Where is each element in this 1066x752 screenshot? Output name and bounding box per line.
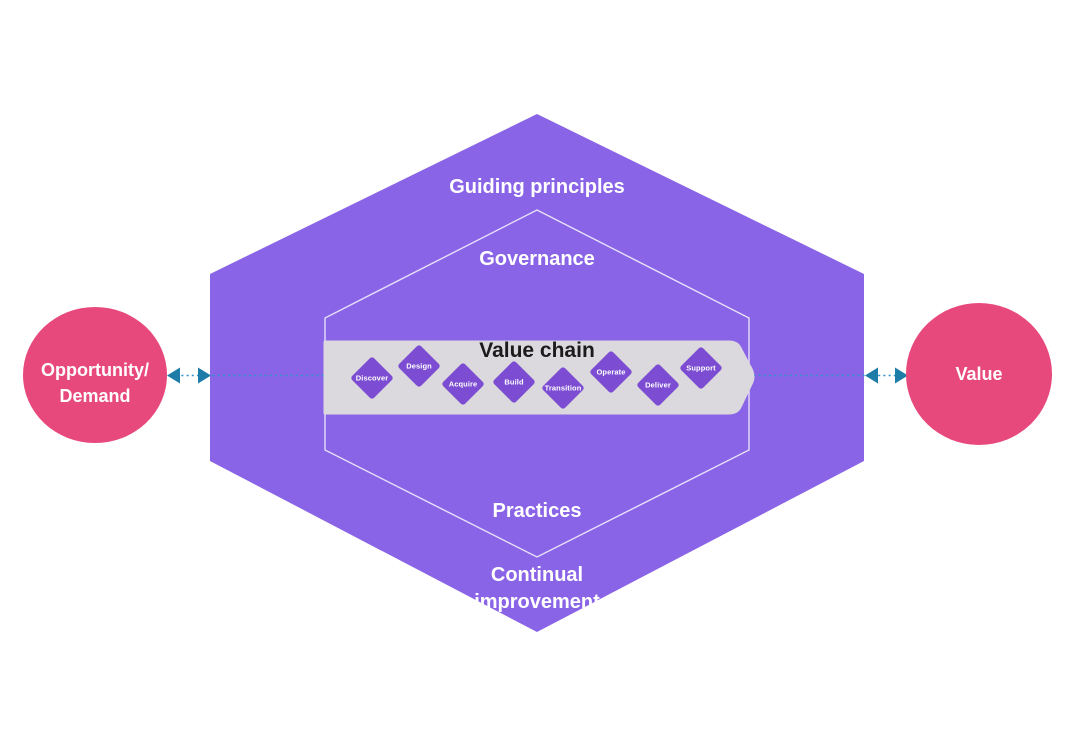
continual-improvement-label: Continual improvement: [474, 564, 600, 613]
opportunity-demand-line2: Demand: [59, 386, 131, 406]
practices-label: Practices: [492, 500, 582, 522]
left-connector-arrowhead-left-icon: [167, 367, 180, 384]
left-connector-arrowhead-right-icon: [198, 367, 211, 384]
guiding-principles-label: Guiding principles: [449, 176, 625, 198]
opportunity-demand-line1: Opportunity/: [41, 360, 149, 380]
opportunity-demand-node: Opportunity/ Demand: [23, 307, 167, 443]
value-chain-title: Value chain: [479, 339, 595, 362]
value-node: Value: [906, 303, 1052, 445]
governance-label: Governance: [479, 248, 595, 270]
inner-hexagon-outline: [324, 209, 750, 558]
right-connector-arrowhead-left-icon: [865, 367, 878, 384]
right-connector-arrowhead-right-icon: [895, 367, 908, 384]
value-label: Value: [955, 364, 1003, 384]
